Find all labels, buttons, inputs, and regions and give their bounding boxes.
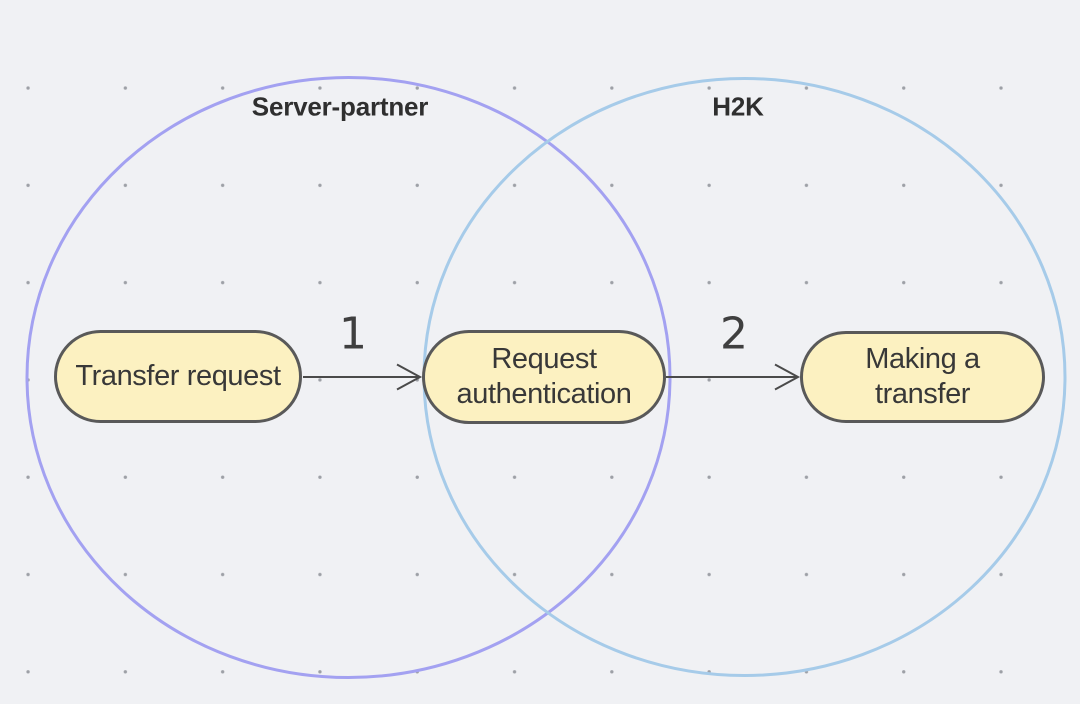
edge-label-2: 2 [720,308,748,360]
edge-arrow-2[interactable] [666,363,801,391]
group-label-server-partner: Server-partner [251,91,429,122]
node-request-authentication[interactable]: Request authentication [422,330,666,424]
node-label-request-authentication: Request authentication [456,343,632,410]
node-making-a-transfer[interactable]: Making a transfer [800,331,1045,423]
node-label-making-a-transfer: Making a transfer [865,343,980,410]
edge-arrow-1[interactable] [303,363,423,391]
edge-label-1: 1 [339,308,367,360]
node-label-transfer-request: Transfer request [75,360,281,393]
node-transfer-request[interactable]: Transfer request [54,330,302,423]
group-label-h2k: H2K [712,91,764,122]
